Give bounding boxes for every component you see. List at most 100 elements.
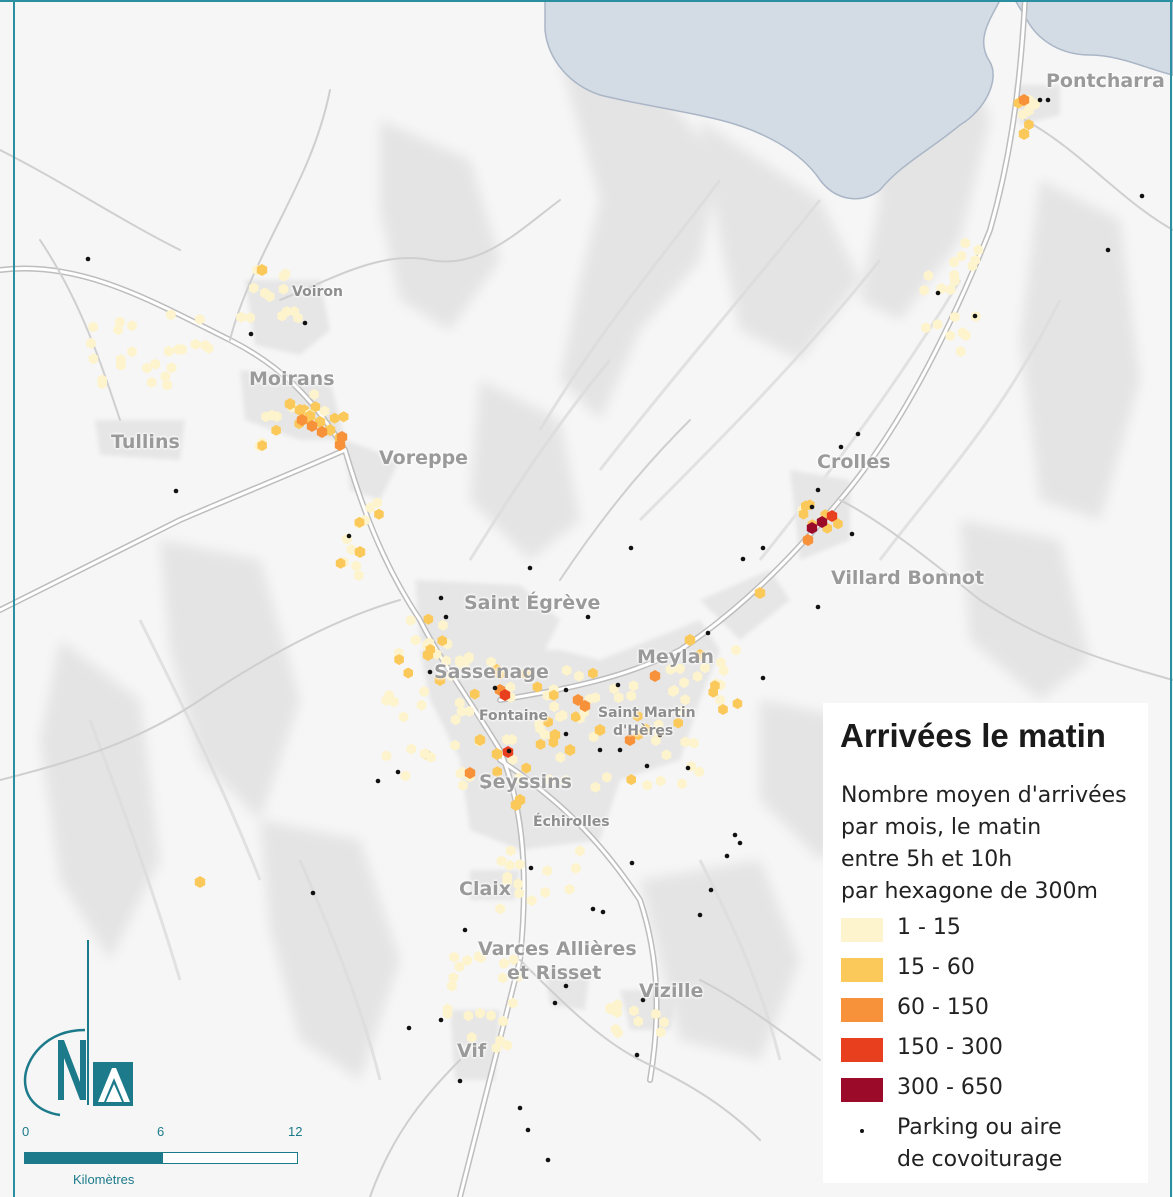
hexagon-cell bbox=[557, 709, 568, 721]
hexagon-cell bbox=[718, 704, 728, 715]
hexagon-cell bbox=[462, 955, 472, 966]
hexagon-cell bbox=[195, 313, 205, 325]
legend-swatch bbox=[841, 1078, 883, 1102]
hexagon-cell bbox=[653, 719, 664, 731]
parking-point bbox=[815, 604, 821, 610]
hexagon-cell bbox=[194, 876, 206, 888]
parking-point bbox=[563, 731, 569, 737]
parking-point bbox=[375, 778, 381, 784]
hexagon-cell bbox=[354, 516, 365, 528]
hexagon-cell bbox=[271, 424, 281, 436]
place-label-varces-line2: et Risset bbox=[507, 962, 602, 984]
parking-point bbox=[443, 614, 449, 620]
hexagon-cell bbox=[521, 668, 531, 680]
place-label-moirans: Moirans bbox=[249, 368, 335, 390]
hexagon-cell bbox=[680, 736, 690, 748]
hexagon-cell bbox=[260, 287, 270, 299]
scale-tick-6: 6 bbox=[157, 1124, 165, 1139]
parking-point bbox=[545, 1157, 551, 1163]
parking-point bbox=[705, 630, 711, 636]
hexagon-cell bbox=[542, 865, 552, 877]
hexagon-cell bbox=[492, 766, 502, 778]
hexagon-cell bbox=[677, 778, 687, 790]
hexagon-cell bbox=[257, 440, 267, 452]
hexagon-cell bbox=[579, 700, 591, 712]
place-label-varces-line1: Varces Allières bbox=[478, 938, 637, 960]
hexagon-cell bbox=[680, 694, 690, 706]
hexagon-cell bbox=[642, 779, 653, 791]
parking-point bbox=[1045, 97, 1051, 103]
place-label-saint-martin-line2: d'Hères bbox=[613, 723, 674, 739]
hexagon-cell bbox=[460, 662, 470, 673]
place-label-seyssins: Seyssins bbox=[479, 771, 572, 793]
hexagon-cell bbox=[162, 379, 172, 391]
hexagon-cell bbox=[665, 664, 676, 675]
hexagon-cell bbox=[491, 748, 503, 760]
hexagon-cell bbox=[467, 1031, 477, 1043]
parking-point bbox=[685, 765, 691, 771]
parking-point bbox=[629, 860, 635, 866]
hexagon-cell bbox=[504, 859, 515, 871]
hexagon-cell bbox=[508, 997, 518, 1009]
hexagon-cell bbox=[505, 845, 516, 857]
hexagon-cell bbox=[447, 980, 457, 992]
hexagon-cell bbox=[921, 322, 931, 334]
hexagon-cell bbox=[437, 635, 447, 647]
hexagon-cell bbox=[679, 677, 689, 689]
hexagon-cell bbox=[448, 972, 459, 984]
parking-point bbox=[972, 313, 978, 319]
hexagon-cell bbox=[463, 1010, 474, 1022]
hexagon-cell bbox=[475, 1007, 485, 1019]
place-label-villard-bonnot: Villard Bonnot bbox=[831, 567, 985, 589]
hexagon-cell bbox=[564, 883, 575, 895]
hexagon-cell bbox=[624, 734, 636, 746]
hexagon-cell bbox=[455, 697, 465, 709]
hexagon-cell bbox=[802, 534, 814, 546]
parking-point bbox=[310, 890, 316, 896]
hexagon-cell bbox=[923, 270, 934, 282]
hexagon-cell bbox=[474, 734, 486, 746]
hexagon-cell bbox=[801, 500, 811, 512]
hexagon-cell bbox=[499, 689, 511, 701]
parking-point bbox=[732, 832, 738, 838]
hexagon-cell bbox=[495, 903, 506, 915]
hexagon-cell bbox=[374, 508, 384, 520]
hexagon-cell bbox=[458, 779, 468, 791]
hexagon-cell bbox=[651, 1008, 661, 1020]
legend-swatch bbox=[841, 1038, 883, 1062]
hexagon-cell bbox=[973, 244, 984, 256]
hexagon-cell bbox=[354, 546, 366, 558]
hexagon-cell bbox=[669, 684, 679, 696]
parking-point bbox=[597, 747, 603, 753]
hexagon-cell bbox=[346, 544, 357, 556]
hexagon-cell bbox=[532, 681, 543, 693]
parking-point bbox=[563, 983, 569, 989]
hexagon-cell bbox=[498, 972, 508, 984]
hexagon-cell bbox=[464, 767, 476, 779]
hexagon-cell bbox=[833, 518, 843, 530]
hexagon-cell bbox=[296, 414, 308, 426]
hexagon-cell bbox=[115, 316, 125, 328]
hexagon-cell bbox=[628, 680, 639, 692]
lake bbox=[544, 0, 1173, 200]
hexagon-cell bbox=[535, 723, 545, 734]
hexagon-cell bbox=[306, 420, 318, 432]
legend-swatch bbox=[841, 918, 883, 942]
hexagon-cell bbox=[806, 522, 818, 534]
place-label-pontcharra: Pontcharra bbox=[1046, 70, 1165, 92]
hexagon-cell bbox=[507, 754, 518, 765]
hexagon-cell bbox=[434, 674, 446, 686]
parking-point bbox=[697, 912, 703, 918]
hexagon-cell bbox=[502, 734, 512, 745]
scale-tick-0: 0 bbox=[22, 1124, 30, 1139]
hexagon-cell bbox=[633, 729, 643, 741]
parking-point bbox=[552, 1000, 558, 1006]
hexagon-cell bbox=[957, 327, 968, 339]
hexagon-cell bbox=[655, 775, 666, 787]
parking-point bbox=[760, 545, 766, 551]
legend-parking-label-line1: Parking ou aire bbox=[897, 1115, 1062, 1140]
hexagon-cell bbox=[406, 614, 416, 626]
hexagon-cell bbox=[464, 705, 474, 717]
hexagon-cell bbox=[549, 729, 561, 741]
